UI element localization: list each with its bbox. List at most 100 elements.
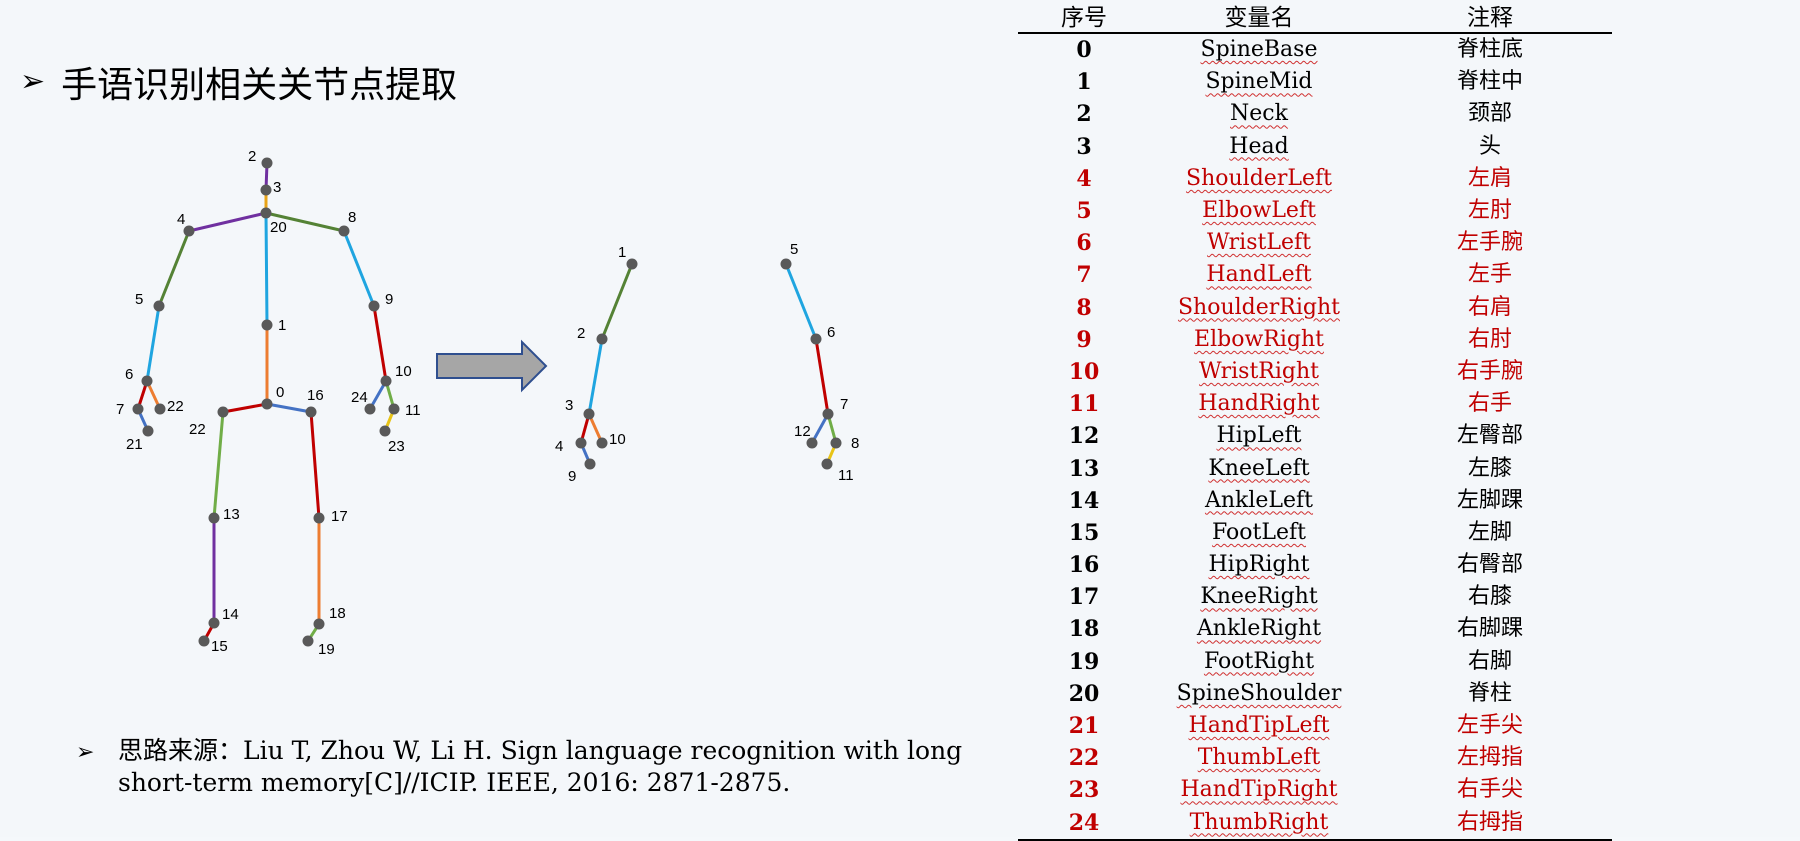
joint-label: 12 (794, 423, 811, 440)
joint-variable-name: HandTipRight (1180, 777, 1338, 803)
joint-node (142, 425, 154, 437)
joint-label: 0 (276, 384, 284, 401)
joint-name-cell: FootLeft (1150, 517, 1368, 549)
joint-note: 右手腕 (1456, 358, 1523, 384)
joint-label: 1 (618, 244, 626, 261)
joint-index: 5 (1076, 198, 1092, 225)
joint-node (261, 157, 273, 169)
joint-node (338, 225, 350, 237)
joint-name-cell: HandTipRight (1150, 774, 1368, 806)
joint-label: 8 (348, 209, 356, 226)
joint-name-cell: SpineBase (1150, 33, 1368, 66)
joint-note: 右手尖 (1456, 777, 1523, 803)
joint-note: 左膝 (1467, 455, 1512, 481)
joint-note: 右肩 (1467, 294, 1512, 320)
joint-note: 左手腕 (1456, 230, 1523, 256)
joint-name-cell: WristLeft (1150, 227, 1368, 259)
joint-label: 3 (565, 397, 573, 414)
bone-spineshoulder-shoulderleft (187, 211, 268, 233)
bone-spineshoulder-shoulderright (264, 211, 346, 233)
joint-variable-name: ElbowLeft (1202, 198, 1316, 224)
joint-index: 9 (1076, 326, 1092, 353)
joint-index: 11 (1068, 391, 1100, 418)
bone-elbowleft-wristleft (145, 304, 161, 383)
joint-index: 3 (1076, 133, 1092, 160)
joint-index: 19 (1068, 648, 1100, 675)
joint-name-cell: KneeRight (1150, 581, 1368, 613)
joint-node (302, 635, 314, 647)
joint-label: 8 (851, 435, 859, 452)
joint-index: 13 (1068, 455, 1100, 482)
joint-node (208, 617, 220, 629)
right-arm-labels: 5 6 7 12 8 11 (790, 241, 859, 484)
joint-label: 5 (790, 241, 798, 258)
joint-index: 12 (1068, 423, 1100, 450)
joint-index: 17 (1068, 584, 1100, 611)
joint-index: 22 (1068, 745, 1100, 772)
joint-index: 10 (1068, 358, 1100, 385)
joint-variable-name: FootLeft (1211, 519, 1306, 545)
joint-label: 15 (211, 638, 228, 655)
joint-name-cell: Neck (1150, 98, 1368, 130)
joint-label: 11 (838, 467, 854, 484)
joint-node (821, 458, 833, 470)
joint-name-cell: ElbowLeft (1150, 195, 1368, 227)
joint-node (596, 333, 608, 345)
joint-label: 16 (307, 387, 324, 404)
header-note: 注释 (1368, 0, 1612, 34)
joint-variable-name: ElbowRight (1194, 326, 1324, 352)
joint-index: 4 (1076, 165, 1092, 192)
table-header-row: 序号 变量名 注释 (1018, 0, 1612, 34)
joint-name-cell: Head (1150, 131, 1368, 163)
joint-variable-name: AnkleLeft (1204, 487, 1314, 513)
joint-variable-name: SpineMid (1205, 69, 1313, 95)
joint-node (132, 403, 144, 415)
joint-variable-name: HipLeft (1216, 423, 1302, 449)
full-skeleton-joints (132, 157, 400, 647)
joint-note: 左脚踝 (1456, 487, 1523, 513)
joint-node (380, 375, 392, 387)
joint-variable-name: ShoulderLeft (1186, 165, 1332, 191)
joint-label: 17 (331, 508, 348, 525)
joint-node (810, 333, 822, 345)
joint-label: 20 (270, 219, 287, 236)
bone-hipright-kneeright (309, 410, 321, 520)
joint-node (261, 319, 273, 331)
joint-node (584, 458, 596, 470)
joint-note: 左手 (1467, 262, 1512, 288)
joint-variable-name: KneeLeft (1208, 455, 1310, 481)
joint-note: 左手尖 (1456, 713, 1523, 739)
joint-variable-name: HandRight (1198, 391, 1320, 417)
joint-variable-name: HipRight (1208, 552, 1310, 578)
joint-label: 14 (222, 606, 239, 623)
section-title: 手语识别相关关节点提取 (61, 65, 458, 106)
joint-label: 6 (125, 366, 133, 383)
joint-note: 左拇指 (1456, 745, 1523, 771)
joint-variable-name: HandLeft (1206, 262, 1312, 288)
joint-name-cell: HandLeft (1150, 259, 1368, 291)
reference-text: 思路来源：Liu T, Zhou W, Li H. Sign language … (118, 736, 963, 797)
joint-note: 右脚踝 (1456, 616, 1523, 642)
joint-note: 头 (1478, 133, 1501, 159)
joint-label: 7 (840, 396, 848, 413)
joint-index: 15 (1068, 519, 1100, 546)
joint-label: 4 (177, 211, 185, 228)
joint-node (830, 437, 842, 449)
bone-shoulderright-elbowright (342, 229, 376, 308)
joint-note: 脊柱中 (1456, 69, 1523, 95)
joint-node (313, 512, 325, 524)
